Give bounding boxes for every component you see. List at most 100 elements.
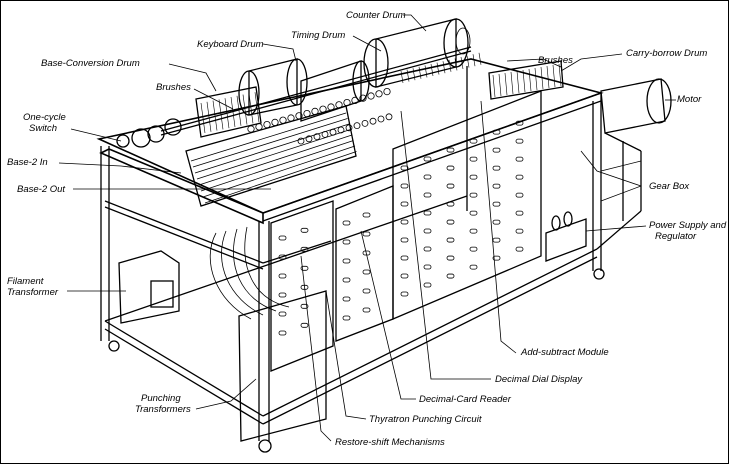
tube-icon: [278, 273, 287, 279]
tube-icon: [278, 235, 287, 241]
tube-icon: [342, 277, 351, 283]
power-supply: [545, 211, 587, 262]
label-thyratron-punching-circuit: Thyratron Punching Circuit: [369, 414, 482, 425]
tube-icon: [300, 246, 309, 252]
tube-icon: [362, 231, 371, 237]
leader-lines: [58, 14, 676, 442]
tube-icon: [423, 228, 432, 234]
tube-icon: [278, 311, 287, 317]
tube-icon: [300, 303, 309, 309]
label-gear-box: Gear Box: [649, 181, 690, 192]
tube-icon: [469, 210, 478, 216]
tube-icon: [446, 165, 455, 171]
label-power-supply-1: Power Supply and: [649, 220, 727, 231]
tube-icon: [362, 269, 371, 275]
tube-icon: [400, 183, 409, 189]
drums: [116, 18, 564, 207]
tube-icon: [342, 220, 351, 226]
tube-icon: [278, 292, 287, 298]
tube-icon: [492, 165, 501, 171]
label-add-subtract-module: Add-subtract Module: [521, 347, 609, 358]
motor-assembly: [596, 78, 672, 250]
tube-icon: [342, 258, 351, 264]
tube-icon: [342, 296, 351, 302]
tube-icon: [278, 330, 287, 336]
tube-icon: [362, 307, 371, 313]
tube-icon: [515, 156, 524, 162]
tube-icon: [515, 228, 524, 234]
tube-icon: [469, 156, 478, 162]
tube-icon: [400, 219, 409, 225]
label-base2-in: Base-2 In: [7, 157, 48, 168]
tube-icon: [400, 255, 409, 261]
label-one-cycle-1: One-cycle: [23, 112, 66, 123]
tube-icon: [492, 255, 501, 261]
tube-icon: [515, 120, 524, 126]
label-base2-out: Base-2 Out: [17, 184, 66, 195]
tube-icon: [423, 264, 432, 270]
tube-icon: [446, 237, 455, 243]
tube-icon: [342, 239, 351, 245]
label-brushes-left: Brushes: [156, 82, 191, 93]
tube-icon: [362, 212, 371, 218]
label-keyboard-drum: Keyboard Drum: [197, 39, 264, 50]
tube-icon: [300, 227, 309, 233]
tube-icon: [492, 237, 501, 243]
tube-icon: [446, 255, 455, 261]
label-punching-2: Transformers: [135, 404, 191, 415]
tube-icon: [492, 201, 501, 207]
tube-icon: [469, 174, 478, 180]
tube-icon: [400, 291, 409, 297]
tube-icon: [492, 183, 501, 189]
label-one-cycle-2: Switch: [29, 123, 57, 134]
tube-icon: [515, 246, 524, 252]
tube-icon: [469, 192, 478, 198]
tube-icon: [446, 183, 455, 189]
label-filament-2: Transformer: [7, 287, 59, 298]
tube-icon: [515, 192, 524, 198]
filament-transformer: [118, 250, 180, 324]
tube-icon: [515, 174, 524, 180]
tube-icon: [492, 129, 501, 135]
tube-icon: [492, 219, 501, 225]
tube-icon: [446, 201, 455, 207]
label-filament-1: Filament: [7, 276, 44, 287]
tube-icon: [423, 246, 432, 252]
tube-icon: [400, 237, 409, 243]
tube-icon: [400, 273, 409, 279]
tube-icon: [423, 210, 432, 216]
tube-icon: [300, 265, 309, 271]
tube-icon: [492, 147, 501, 153]
label-base-conversion-drum: Base-Conversion Drum: [41, 58, 140, 69]
label-decimal-card-reader: Decimal-Card Reader: [419, 394, 511, 405]
tube-icon: [446, 147, 455, 153]
label-brushes-right: Brushes: [538, 55, 573, 66]
tube-icon: [362, 288, 371, 294]
tube-icon: [300, 322, 309, 328]
punching-transformers: [209, 226, 327, 442]
label-power-supply-2: Regulator: [655, 231, 697, 242]
tube-icon: [423, 156, 432, 162]
tube-icon: [515, 138, 524, 144]
label-timing-drum: Timing Drum: [291, 30, 346, 41]
tube-icon: [515, 210, 524, 216]
tube-icon: [469, 138, 478, 144]
tube-icon: [342, 315, 351, 321]
label-carry-borrow-drum: Carry-borrow Drum: [626, 48, 708, 59]
tube-icon: [400, 165, 409, 171]
label-counter-drum: Counter Drum: [346, 10, 406, 21]
tube-icon: [469, 264, 478, 270]
label-restore-shift-mechanisms: Restore-shift Mechanisms: [335, 437, 445, 448]
tube-icon: [423, 174, 432, 180]
tube-icon: [446, 219, 455, 225]
tube-icon: [469, 228, 478, 234]
label-motor: Motor: [677, 94, 702, 105]
tube-icon: [423, 282, 432, 288]
tube-icon: [278, 254, 287, 260]
label-punching-1: Punching: [141, 393, 181, 404]
tube-icon: [469, 246, 478, 252]
tube-icon: [400, 201, 409, 207]
label-decimal-dial-display: Decimal Dial Display: [495, 374, 583, 385]
tube-icon: [423, 192, 432, 198]
